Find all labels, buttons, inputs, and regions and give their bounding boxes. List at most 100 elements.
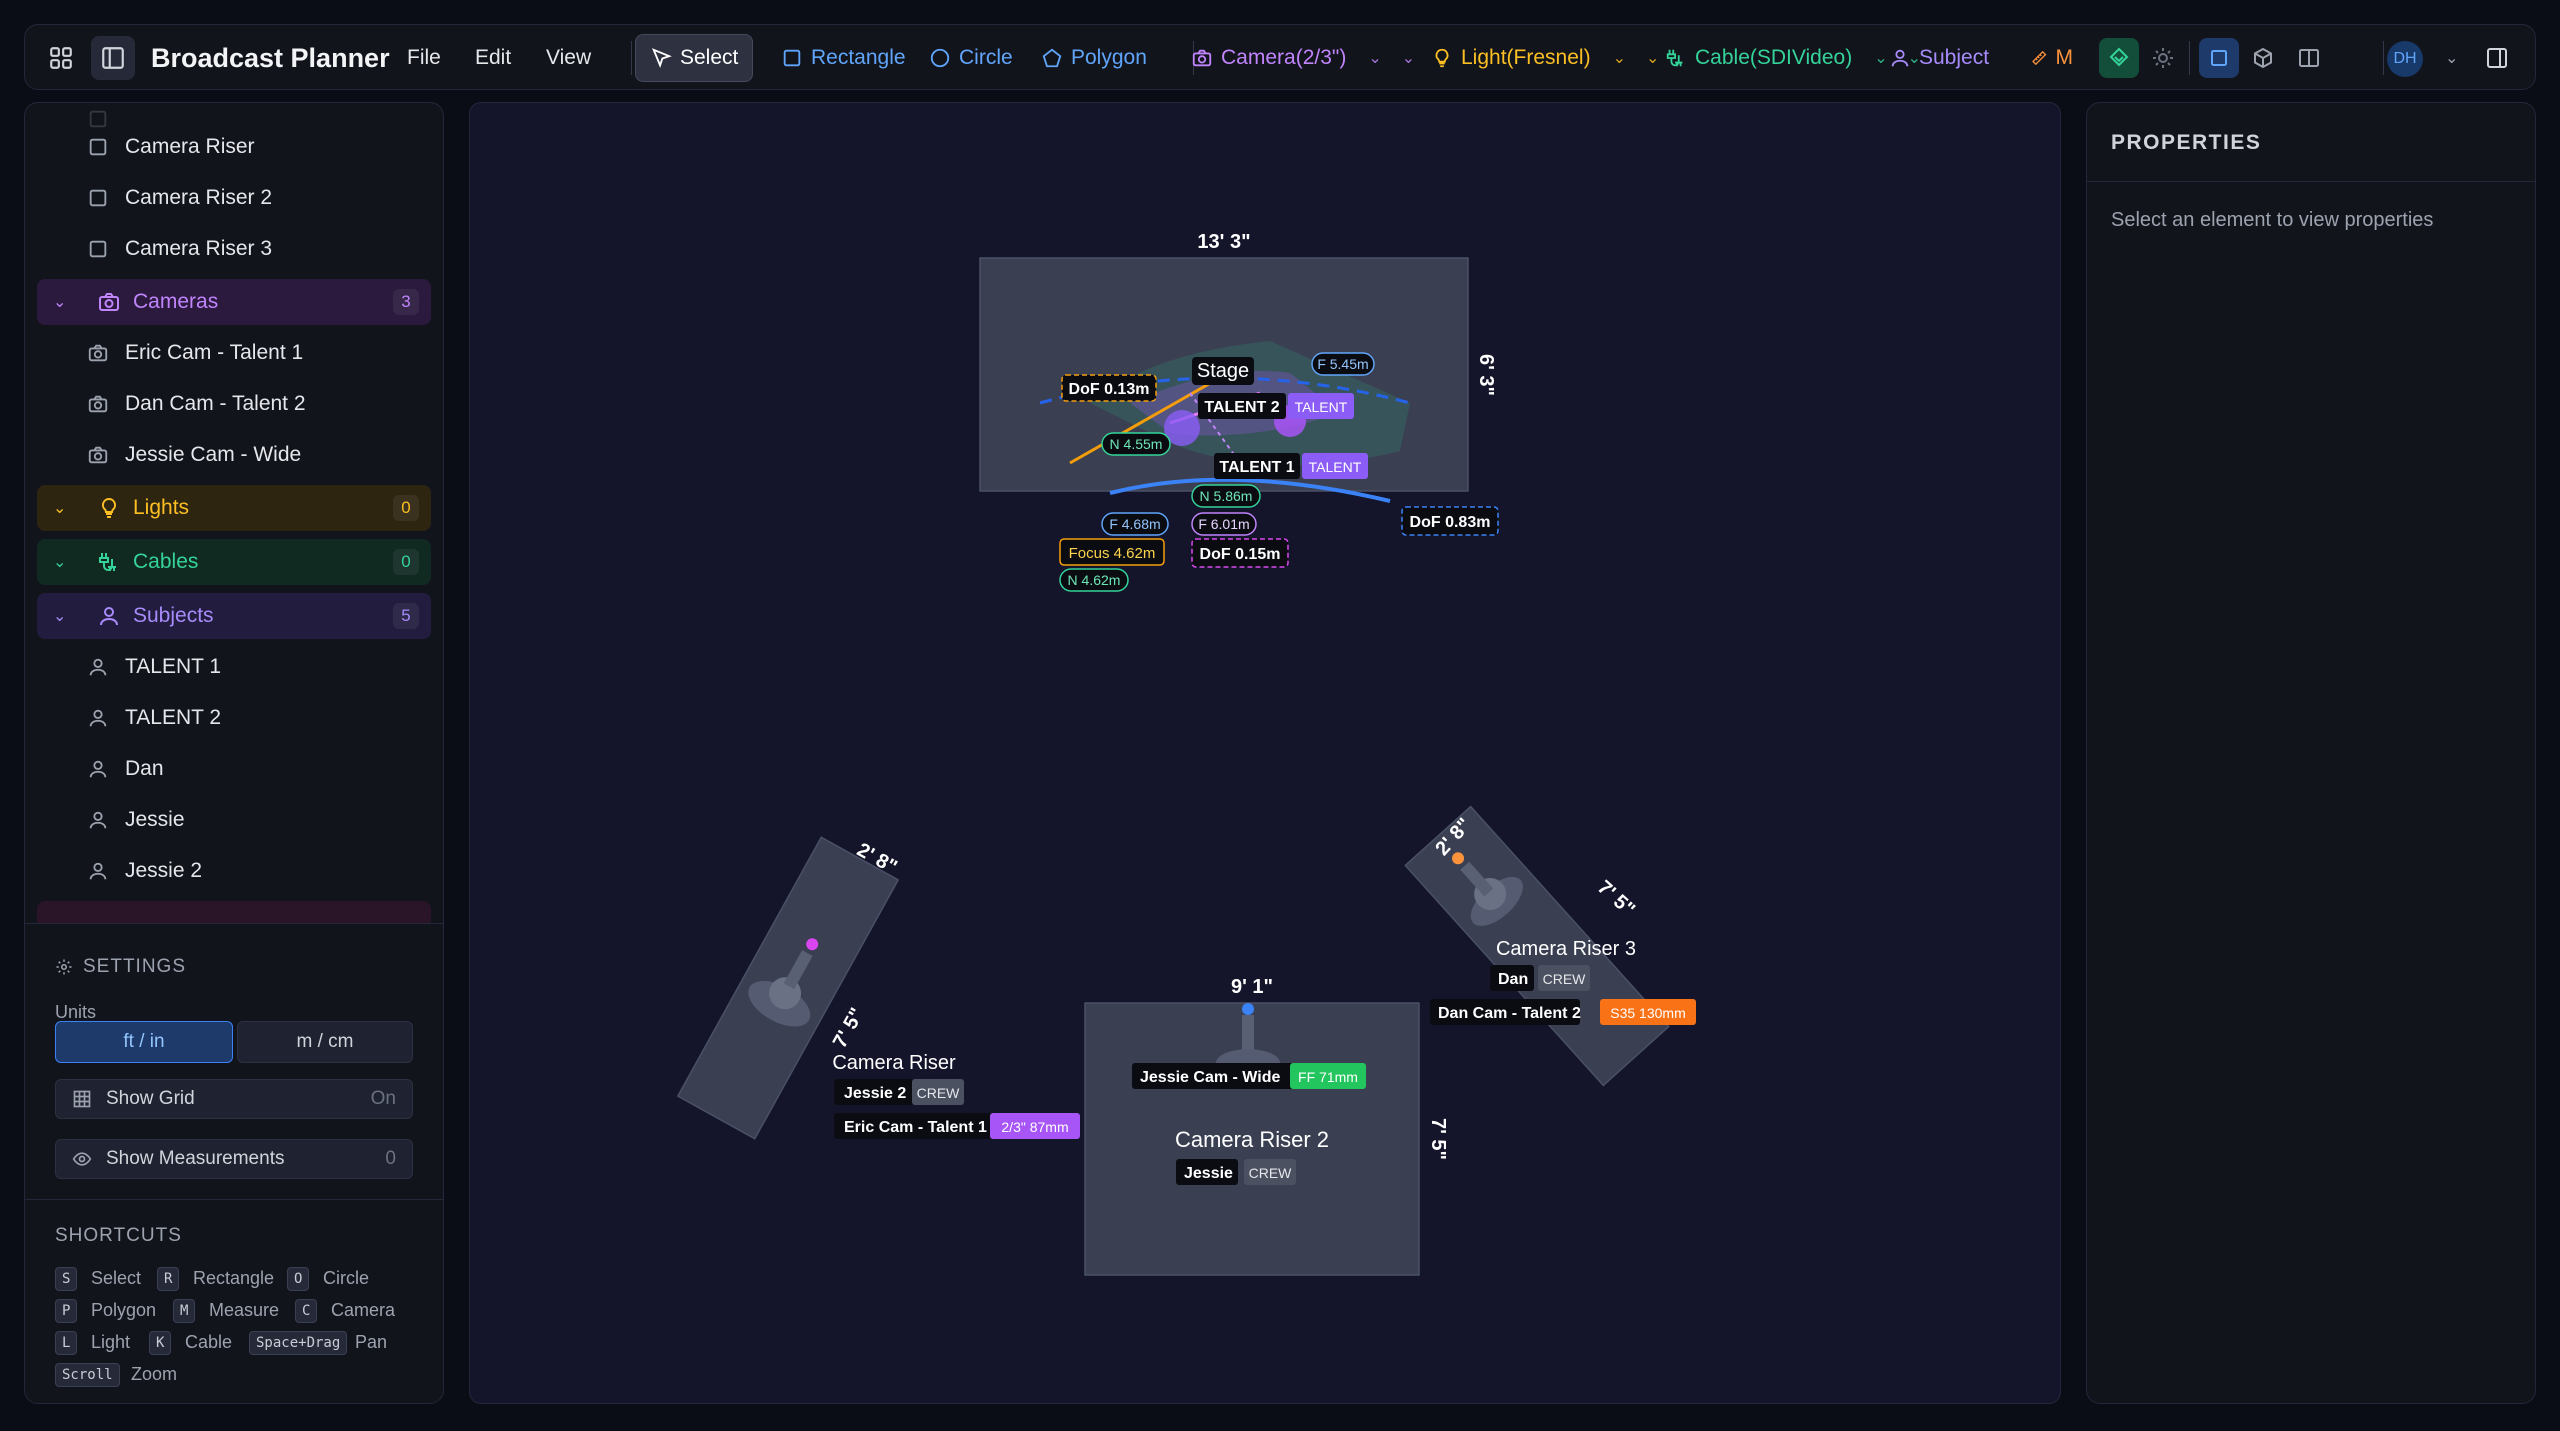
chevron-down-icon[interactable]: ⌄ <box>1907 50 1922 67</box>
rectangle-tool-button[interactable]: Rectangle <box>781 25 906 91</box>
chevron-down-icon[interactable]: ⌄ <box>1401 50 1416 67</box>
person-icon <box>87 656 109 678</box>
circle-tool-button[interactable]: Circle <box>929 25 1013 91</box>
cable-tool-button[interactable]: Cable(SDIVideo) ⌄ ⌄ <box>1665 25 1921 91</box>
category-subjects[interactable]: ⌄ Subjects 5 <box>37 593 431 639</box>
chevron-down-icon[interactable]: ⌄ <box>53 608 67 625</box>
shortcut-key: O <box>287 1267 310 1291</box>
layer-item-eric-cam[interactable]: Eric Cam - Talent 1 <box>25 331 443 375</box>
layer-item-jessie-2[interactable]: Jessie 2 <box>25 849 443 893</box>
toolbar: Broadcast Planner File Edit View Select … <box>24 24 2536 90</box>
svg-text:F 4.68m: F 4.68m <box>1109 516 1160 532</box>
menu-view[interactable]: View <box>546 46 592 69</box>
chevron-down-icon[interactable]: ⌄ <box>1612 50 1626 67</box>
cable-icon <box>1666 49 1683 67</box>
checkbox-icon <box>87 108 109 130</box>
category-cables[interactable]: ⌄ Cables 0 <box>37 539 431 585</box>
layer-item-dan[interactable]: Dan <box>25 747 443 791</box>
focus-labels: DoF 0.13m F 5.45m N 4.55m N 5.86m F 4.68… <box>1059 352 1499 592</box>
plan-canvas[interactable]: .lbl-dark{fill:#0b0c12} .wt{fill:#fff;fo… <box>469 102 2061 1404</box>
camera-icon <box>87 393 109 415</box>
chevron-down-icon[interactable]: ⌄ <box>1368 50 1382 67</box>
camera-jessie[interactable]: Jessie Cam - Wide FF 71mm <box>1132 1063 1366 1089</box>
layer-item-talent-2[interactable]: TALENT 2 <box>25 696 443 740</box>
cursor-icon <box>651 48 672 68</box>
crew-jessie-2[interactable]: Jessie 2 CREW <box>834 1079 964 1105</box>
unit-imperial-button[interactable]: ft / in <box>55 1021 233 1063</box>
person-icon <box>87 809 109 831</box>
view-2d-icon[interactable] <box>2199 38 2239 78</box>
shortcut-key: K <box>149 1331 172 1355</box>
svg-text:F 5.45m: F 5.45m <box>1317 356 1368 372</box>
chevron-down-icon[interactable]: ⌄ <box>2445 50 2459 67</box>
category-lights[interactable]: ⌄ Lights 0 <box>37 485 431 531</box>
shortcut-label: Polygon <box>91 1300 157 1320</box>
chevron-down-icon[interactable]: ⌄ <box>53 500 67 517</box>
riser3-label: Camera Riser 3 <box>1496 938 1636 960</box>
shortcuts-title: SHORTCUTS <box>55 1225 182 1246</box>
svg-text:TALENT 1: TALENT 1 <box>1219 459 1294 476</box>
camera-riser-3[interactable]: 2' 8" 7' 5" Camera Riser 3 <box>1404 805 1670 1087</box>
list-item[interactable] <box>25 103 443 141</box>
camera-eric[interactable]: Eric Cam - Talent 1 2/3" 87mm <box>834 1113 1080 1139</box>
person-icon <box>1891 49 1909 67</box>
menu-file[interactable]: File <box>407 46 441 69</box>
subject-talent-2[interactable]: TALENT 2 TALENT <box>1164 393 1354 446</box>
measure-tool-button[interactable]: M <box>2031 25 2073 91</box>
camera-riser-1[interactable]: 2' 8" 7' 5" Camera Riser <box>676 836 956 1140</box>
properties-title: PROPERTIES <box>2111 131 2262 154</box>
light-tool-button[interactable]: Light(Fresnel) ⌄ ⌄ <box>1431 25 1659 91</box>
app-title: Broadcast Planner <box>151 42 390 73</box>
svg-text:DoF 0.15m: DoF 0.15m <box>1200 546 1281 563</box>
category-cameras[interactable]: ⌄ Cameras 3 <box>37 279 431 325</box>
shortcut-key: M <box>173 1299 196 1323</box>
svg-text:Focus 4.62m: Focus 4.62m <box>1069 545 1156 562</box>
chevron-down-icon[interactable]: ⌄ <box>1874 50 1888 67</box>
crew-dan[interactable]: Dan CREW <box>1490 965 1590 991</box>
polygon-tool-button[interactable]: Polygon <box>1041 25 1147 91</box>
layer-item-jessie-cam[interactable]: Jessie Cam - Wide <box>25 433 443 477</box>
camera-tool-button[interactable]: Camera(2/3") ⌄ ⌄ <box>1191 25 1415 91</box>
view-3d-icon[interactable] <box>2243 38 2283 78</box>
properties-empty-text: Select an element to view properties <box>2111 209 2434 231</box>
shortcut-label: Zoom <box>131 1364 178 1384</box>
layer-item-camera-riser-2[interactable]: Camera Riser 2 <box>25 176 443 220</box>
svg-text:Dan: Dan <box>1498 971 1528 988</box>
unit-metric-button[interactable]: m / cm <box>237 1021 413 1063</box>
sidebar-toggle-icon[interactable] <box>91 36 135 80</box>
subject-tool-button[interactable]: Subject <box>1889 25 1989 91</box>
camera-riser-2[interactable]: 9' 1" 7' 5" Camera Riser 2 <box>1084 976 1449 1276</box>
shortcut-key: Scroll <box>55 1363 120 1387</box>
riser1-label: Camera Riser <box>832 1052 956 1074</box>
snap-toggle-icon[interactable] <box>2099 38 2139 78</box>
layer-item-camera-riser-3[interactable]: Camera Riser 3 <box>25 227 443 271</box>
show-grid-toggle[interactable]: Show Grid On <box>55 1079 413 1119</box>
layer-item-dan-cam[interactable]: Dan Cam - Talent 2 <box>25 382 443 426</box>
person-icon <box>87 758 109 780</box>
eye-icon <box>72 1149 92 1169</box>
layer-item-camera-riser[interactable]: Camera Riser <box>25 125 443 169</box>
shortcut-key: P <box>55 1299 78 1323</box>
properties-panel-toggle-icon[interactable] <box>2477 38 2517 78</box>
lighting-toggle-icon[interactable] <box>2143 38 2183 78</box>
square-icon <box>87 136 109 158</box>
shortcut-label: Select <box>91 1268 142 1288</box>
chevron-down-icon[interactable]: ⌄ <box>1645 50 1660 67</box>
apps-grid-icon[interactable] <box>39 36 83 80</box>
subject-talent-1[interactable]: TALENT 1 TALENT <box>1214 453 1368 479</box>
svg-text:DoF 0.13m: DoF 0.13m <box>1069 381 1150 398</box>
layer-item-jessie[interactable]: Jessie <box>25 798 443 842</box>
shortcut-label: Cable <box>185 1332 233 1352</box>
view-split-icon[interactable] <box>2289 38 2329 78</box>
chevron-down-icon[interactable]: ⌄ <box>53 554 67 571</box>
select-tool-button[interactable]: Select <box>635 34 754 82</box>
crew-jessie[interactable]: Jessie CREW <box>1176 1159 1296 1185</box>
chevron-down-icon[interactable]: ⌄ <box>53 294 67 311</box>
avatar[interactable]: DH <box>2387 41 2423 77</box>
show-measurements-toggle[interactable]: Show Measurements 0 <box>55 1139 413 1179</box>
ruler-icon <box>2032 50 2047 66</box>
camera-dan[interactable]: Dan Cam - Talent 2 S35 130mm <box>1430 999 1696 1025</box>
menu-edit[interactable]: Edit <box>475 46 512 69</box>
svg-text:FF 71mm: FF 71mm <box>1298 1069 1358 1085</box>
layer-item-talent-1[interactable]: TALENT 1 <box>25 645 443 689</box>
